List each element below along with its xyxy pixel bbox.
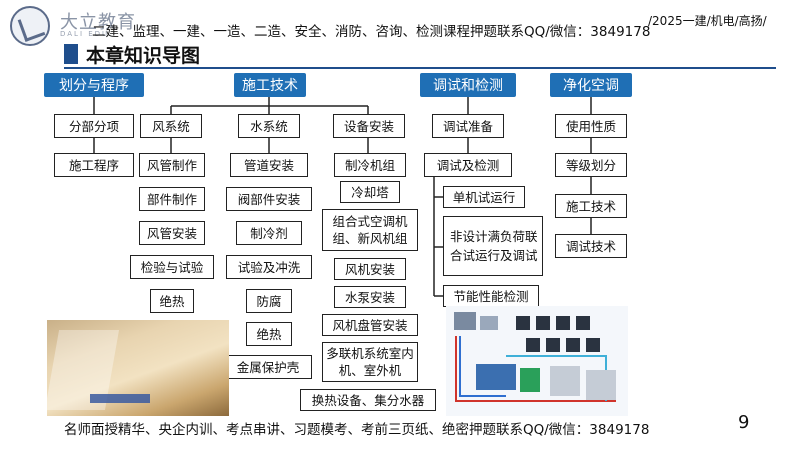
node-component-fabrication: 部件制作 <box>139 187 205 211</box>
node-metal-cladding: 金属保护壳 <box>224 355 312 379</box>
title-marker <box>64 44 78 64</box>
node-duct-installation: 风管安装 <box>139 221 205 245</box>
node-heat-exchanger: 换热设备、集分水器 <box>300 389 436 411</box>
node-fan-coil: 风机盘管安装 <box>322 314 418 336</box>
brand-name: 大立教育 <box>60 12 136 33</box>
title-divider <box>64 67 776 69</box>
node-inspection-testing: 检验与试验 <box>130 255 214 279</box>
course-tag: /2025一建/机电/高扬/ <box>648 14 767 28</box>
node-commissioning-prep: 调试准备 <box>432 114 504 138</box>
category-division: 划分与程序 <box>44 73 144 97</box>
page-title: 本章知识导图 <box>86 45 201 67</box>
node-cooling-tower: 冷却塔 <box>340 181 400 203</box>
node-ahu: 组合式空调机组、新风机组 <box>322 209 418 251</box>
node-joint-run: 非设计满负荷联合试运行及调试 <box>443 216 543 276</box>
top-banner-text: 二建、监理、一建、一造、二造、安全、消防、咨询、检测课程押题联系QQ/微信：38… <box>92 24 651 40</box>
node-subdivision: 分部分项 <box>54 114 134 138</box>
node-pipe-installation: 管道安装 <box>230 153 308 177</box>
node-commissioning-tech: 调试技术 <box>555 234 627 258</box>
bottom-banner-text: 名师面授精华、央企内训、考点串讲、习题模考、考前三页纸、绝密押题联系QQ/微信：… <box>64 422 650 438</box>
hvac-system-illustration <box>446 306 628 416</box>
node-single-run: 单机试运行 <box>443 186 525 208</box>
node-refrigerant: 制冷剂 <box>236 221 302 245</box>
category-commissioning: 调试和检测 <box>420 73 516 97</box>
node-test-flush: 试验及冲洗 <box>226 255 312 279</box>
node-air-system: 风系统 <box>140 114 202 138</box>
node-water-system: 水系统 <box>238 114 300 138</box>
category-clean-ac: 净化空调 <box>550 73 632 97</box>
node-duct-fabrication: 风管制作 <box>139 153 205 177</box>
page-number: 9 <box>738 412 750 433</box>
node-water-insulation: 绝热 <box>246 322 292 346</box>
brand-name-en: DALI EDU <box>60 30 110 38</box>
node-usage-nature: 使用性质 <box>555 114 627 138</box>
node-air-insulation: 绝热 <box>150 289 194 313</box>
node-equipment-installation: 设备安装 <box>333 114 405 138</box>
node-anticorrosion: 防腐 <box>246 289 292 313</box>
node-chiller: 制冷机组 <box>334 153 406 177</box>
node-pump-installation: 水泵安装 <box>334 286 406 308</box>
node-fan-installation: 风机安装 <box>334 258 406 280</box>
node-energy-test: 节能性能检测 <box>443 285 539 307</box>
node-vrf-units: 多联机系统室内机、室外机 <box>322 342 418 382</box>
node-construction-tech: 施工技术 <box>555 194 627 218</box>
dali-logo-icon <box>10 6 50 46</box>
node-procedure: 施工程序 <box>54 153 134 177</box>
video-caption-bar <box>90 394 150 403</box>
node-valve-installation: 阀部件安装 <box>226 187 312 211</box>
node-grade-classification: 等级划分 <box>555 153 627 177</box>
category-construction: 施工技术 <box>234 73 306 97</box>
node-commissioning-test: 调试及检测 <box>424 153 512 177</box>
